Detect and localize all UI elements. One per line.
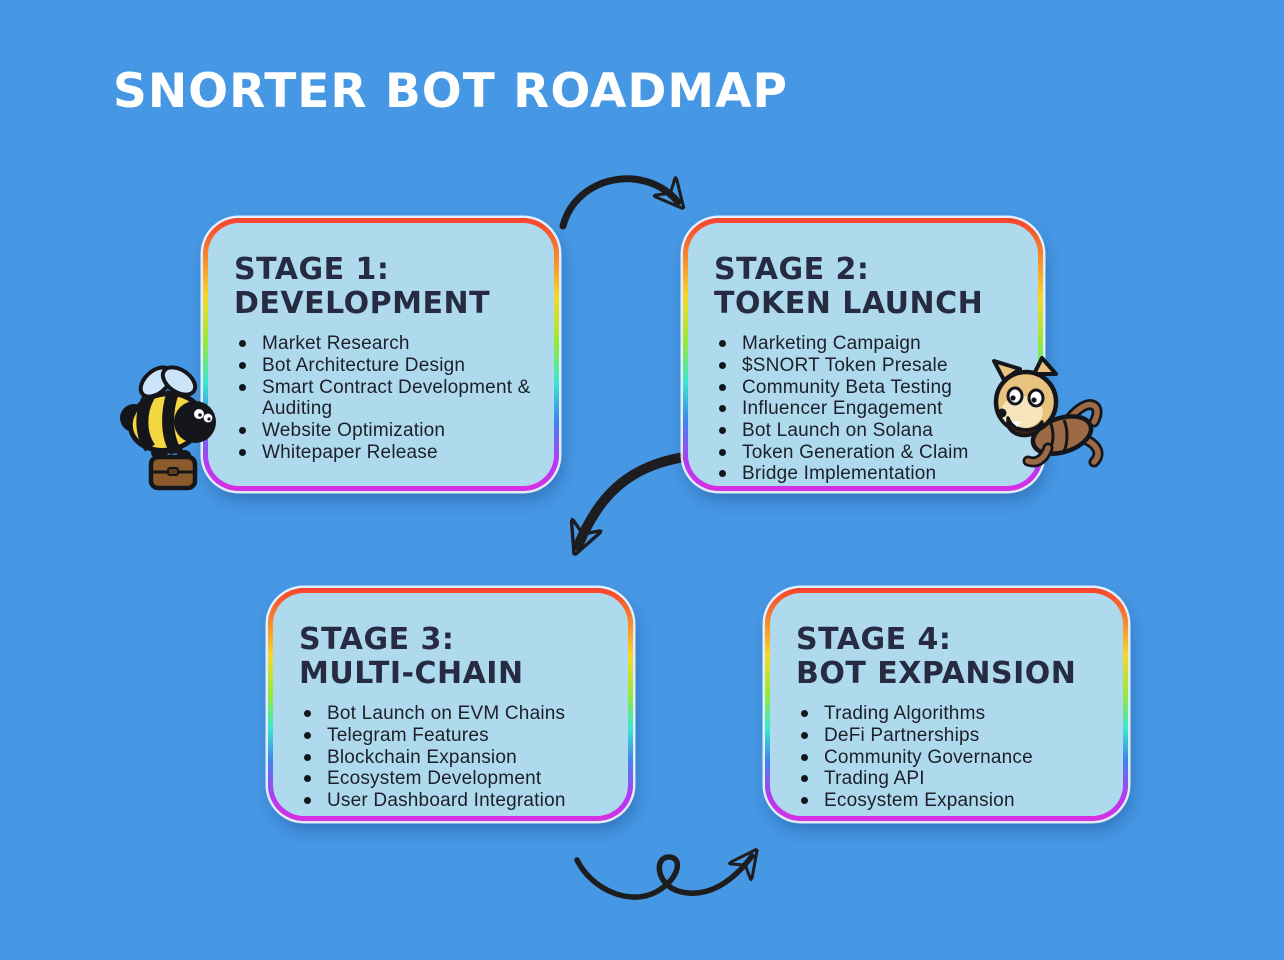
stage-3-title-line1: STAGE 3:	[299, 622, 455, 657]
stage-4-title: STAGE 4: BOT EXPANSION	[796, 623, 1105, 690]
bullet-item: Bot Launch on Solana	[714, 420, 1020, 442]
stage-3-card-body: STAGE 3: MULTI-CHAIN Bot Launch on EVM C…	[273, 593, 628, 816]
bullet-item: Community Beta Testing	[714, 377, 1020, 399]
bullet-item: Telegram Features	[299, 725, 610, 747]
bullet-item: Trading Algorithms	[796, 703, 1105, 725]
bullet-item: Ecosystem Development	[299, 768, 610, 790]
bullet-item: Community Governance	[796, 747, 1105, 769]
stage-4-title-line2: BOT EXPANSION	[796, 655, 1077, 691]
arrow-stage3-to-stage4-icon	[574, 832, 778, 900]
page-title: SNORTER BOT ROADMAP	[113, 64, 789, 119]
stage-1-title-line2: DEVELOPMENT	[234, 285, 491, 321]
bullet-item: Influencer Engagement	[714, 398, 1020, 420]
doge-aardvark-mascot-icon	[992, 356, 1104, 468]
stage-3-title: STAGE 3: MULTI-CHAIN	[299, 623, 610, 690]
stage-2-title: STAGE 2: TOKEN LAUNCH	[714, 253, 1020, 320]
stage-2-title-line2: TOKEN LAUNCH	[714, 285, 984, 321]
stage-1-title-line1: STAGE 1:	[234, 252, 390, 287]
bullet-item: Whitepaper Release	[234, 442, 536, 464]
bullet-item: Bridge Implementation	[714, 463, 1020, 485]
stage-4-card: STAGE 4: BOT EXPANSION Trading Algorithm…	[765, 588, 1128, 821]
bullet-item: Ecosystem Expansion	[796, 790, 1105, 812]
stage-3-title-line2: MULTI-CHAIN	[299, 655, 524, 691]
bullet-item: Marketing Campaign	[714, 333, 1020, 355]
bullet-item: Market Research	[234, 333, 536, 355]
arrow-stage2-to-stage3-icon	[552, 451, 697, 568]
arrow-stage1-to-stage2-icon	[559, 175, 700, 230]
stage-1-title: STAGE 1: DEVELOPMENT	[234, 253, 536, 320]
bullet-item: Trading API	[796, 768, 1105, 790]
stage-2-card-body: STAGE 2: TOKEN LAUNCH Marketing Campaign…	[688, 223, 1038, 486]
bullet-item: User Dashboard Integration	[299, 790, 610, 812]
bullet-item: Website Optimization	[234, 420, 536, 442]
bullet-item: Smart Contract Development & Auditing	[234, 377, 536, 420]
bullet-item: DeFi Partnerships	[796, 725, 1105, 747]
bullet-item: $SNORT Token Presale	[714, 355, 1020, 377]
bullet-item: Bot Launch on EVM Chains	[299, 703, 610, 725]
bee-mascot-icon	[120, 365, 216, 491]
bullet-item: Bot Architecture Design	[234, 355, 536, 377]
stage-2-card: STAGE 2: TOKEN LAUNCH Marketing Campaign…	[683, 218, 1043, 491]
bullet-item: Blockchain Expansion	[299, 747, 610, 769]
stage-2-title-line1: STAGE 2:	[714, 252, 870, 287]
stage-4-card-body: STAGE 4: BOT EXPANSION Trading Algorithm…	[770, 593, 1123, 816]
stage-3-card: STAGE 3: MULTI-CHAIN Bot Launch on EVM C…	[268, 588, 633, 821]
bullet-item: Token Generation & Claim	[714, 442, 1020, 464]
stage-4-title-line1: STAGE 4:	[796, 622, 952, 657]
